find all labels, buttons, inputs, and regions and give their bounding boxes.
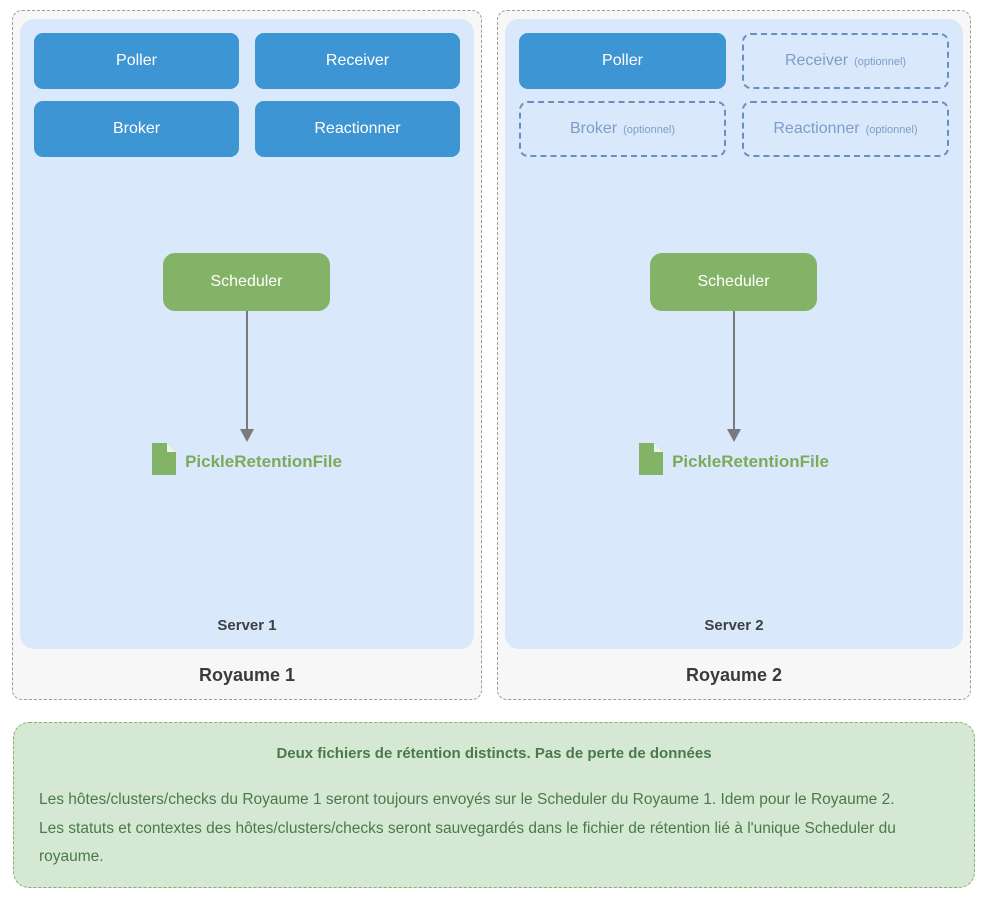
note-box: Deux fichiers de rétention distincts. Pa…	[13, 722, 975, 888]
component-label: Receiver	[325, 52, 390, 69]
retention-file: PickleRetentionFile	[505, 443, 963, 480]
scheduler-to-file-arrow	[246, 311, 248, 429]
note-title: Deux fichiers de rétention distincts. Pa…	[276, 745, 712, 762]
component-box-reactionner-optional: Reactionner (optionnel)	[742, 101, 949, 157]
arrow-down-icon	[727, 429, 741, 442]
component-label: Poller	[116, 52, 157, 69]
scheduler-label: Scheduler	[210, 273, 283, 290]
optional-tag: (optionnel)	[865, 124, 918, 136]
server-2-components: Poller Receiver (optionnel) Broker (opti…	[505, 19, 963, 171]
file-label: PickleRetentionFile	[185, 451, 342, 471]
server-label: Server 1	[217, 617, 277, 634]
component-box-receiver-optional: Receiver (optionnel)	[742, 33, 949, 89]
kingdom-1-container: Poller Receiver Broker Reactionner Sched…	[12, 10, 482, 700]
scheduler-to-file-arrow	[733, 311, 735, 429]
scheduler-label: Scheduler	[697, 273, 770, 290]
file-label: PickleRetentionFile	[672, 451, 829, 471]
component-label: Broker	[569, 120, 618, 137]
component-box-reactionner: Reactionner	[255, 101, 460, 157]
server-1-components: Poller Receiver Broker Reactionner	[20, 19, 474, 171]
scheduler-box: Scheduler	[650, 253, 817, 311]
component-label: Receiver	[784, 52, 849, 69]
arrow-down-icon	[240, 429, 254, 442]
component-box-poller: Poller	[519, 33, 726, 89]
server-label: Server 2	[704, 617, 764, 634]
server-2-box: Poller Receiver (optionnel) Broker (opti…	[505, 19, 963, 649]
document-icon	[639, 443, 664, 480]
optional-tag: (optionnel)	[854, 56, 907, 68]
component-box-receiver: Receiver	[255, 33, 460, 89]
component-label: Broker	[112, 120, 161, 137]
scheduler-box: Scheduler	[163, 253, 330, 311]
note-paragraph: Les statuts et contextes des hôtes/clust…	[39, 819, 896, 866]
component-box-broker: Broker	[34, 101, 239, 157]
kingdom-label: Royaume 2	[685, 665, 783, 685]
document-icon	[152, 443, 177, 480]
component-box-broker-optional: Broker (optionnel)	[519, 101, 726, 157]
server-1-box: Poller Receiver Broker Reactionner Sched…	[20, 19, 474, 649]
retention-file: PickleRetentionFile	[20, 443, 474, 480]
optional-tag: (optionnel)	[623, 124, 676, 136]
component-label: Poller	[602, 52, 643, 69]
component-label: Reactionner	[773, 120, 860, 137]
component-box-poller: Poller	[34, 33, 239, 89]
component-label: Reactionner	[314, 120, 401, 137]
note-paragraph: Les hôtes/clusters/checks du Royaume 1 s…	[39, 791, 895, 808]
note-body: Les hôtes/clusters/checks du Royaume 1 s…	[39, 786, 949, 872]
kingdom-label: Royaume 1	[198, 665, 296, 685]
kingdom-2-container: Poller Receiver (optionnel) Broker (opti…	[497, 10, 971, 700]
